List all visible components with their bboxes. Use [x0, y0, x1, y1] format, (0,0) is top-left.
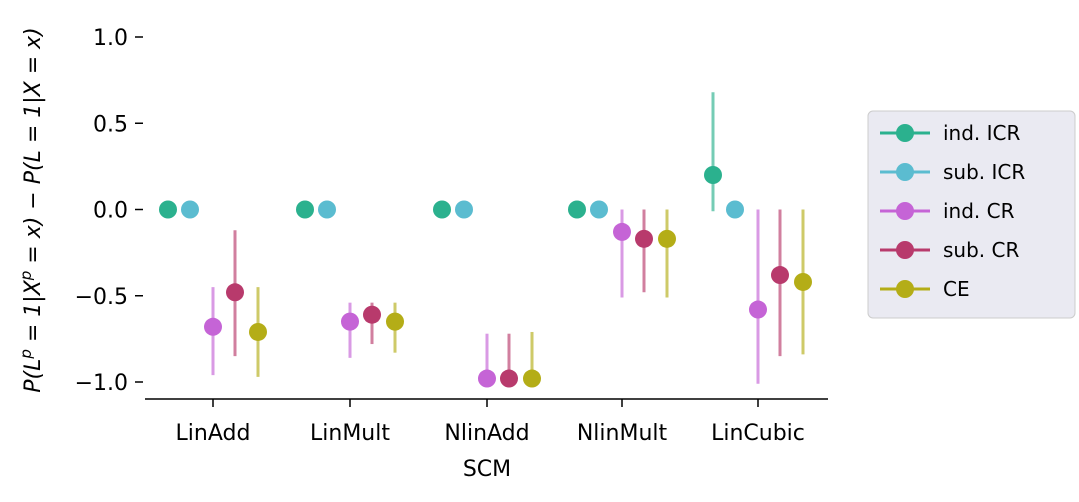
y-tick-label: −1.0 [75, 371, 128, 396]
legend-label: sub. CR [943, 238, 1019, 262]
legend-label: ind. ICR [943, 121, 1021, 145]
data-point [500, 369, 518, 388]
data-point [204, 317, 222, 336]
data-point [455, 200, 473, 219]
x-tick-label: NlinAdd [444, 421, 529, 446]
data-point [749, 300, 767, 319]
legend: ind. ICR sub. ICR ind. CR sub. CR CE [867, 110, 1076, 319]
data-point [341, 312, 359, 331]
legend-label: CE [943, 277, 970, 301]
data-point [159, 200, 177, 219]
x-tick-label: NlinMult [577, 421, 668, 446]
y-axis-label: P(Lp = 1|Xp = x) − P(L = 1|X = x) [17, 27, 46, 393]
data-point [249, 322, 267, 341]
legend-swatch-marker [896, 124, 914, 142]
data-point [181, 200, 199, 219]
y-tick-label: 1.0 [93, 26, 128, 51]
y-axis-label-group: P(Lp = 1|Xp = x) − P(L = 1|X = x) [17, 27, 46, 393]
data-point [478, 369, 496, 388]
x-tick-label: LinMult [310, 421, 390, 446]
data-point [433, 200, 451, 219]
y-tick-label: 0.0 [93, 199, 128, 224]
data-point [613, 222, 631, 241]
legend-label: ind. CR [943, 199, 1015, 223]
error-bars [211, 92, 805, 384]
legend-swatch-marker [896, 241, 914, 259]
legend-swatch-marker [896, 202, 914, 220]
data-point [590, 200, 608, 219]
data-point [568, 200, 586, 219]
data-point [318, 200, 336, 219]
data-point [658, 229, 676, 248]
data-point [726, 200, 744, 219]
data-point [704, 166, 722, 184]
x-axis-label: SCM [463, 457, 511, 482]
legend-swatch-marker [896, 280, 914, 298]
data-points [159, 166, 812, 388]
data-point [523, 369, 541, 388]
x-tick-label: LinAdd [176, 421, 251, 446]
data-point [296, 200, 314, 219]
x-tick-label: LinCubic [711, 421, 805, 446]
legend-swatch-marker [896, 163, 914, 181]
data-point [386, 312, 404, 331]
data-point [226, 283, 244, 302]
data-point [363, 305, 381, 324]
y-tick-label: 0.5 [93, 112, 128, 137]
data-point [794, 272, 812, 291]
legend-box [867, 110, 1076, 319]
y-tick-label: −0.5 [75, 285, 128, 310]
legend-label: sub. ICR [943, 160, 1025, 184]
data-point [771, 266, 789, 285]
data-point [635, 229, 653, 248]
